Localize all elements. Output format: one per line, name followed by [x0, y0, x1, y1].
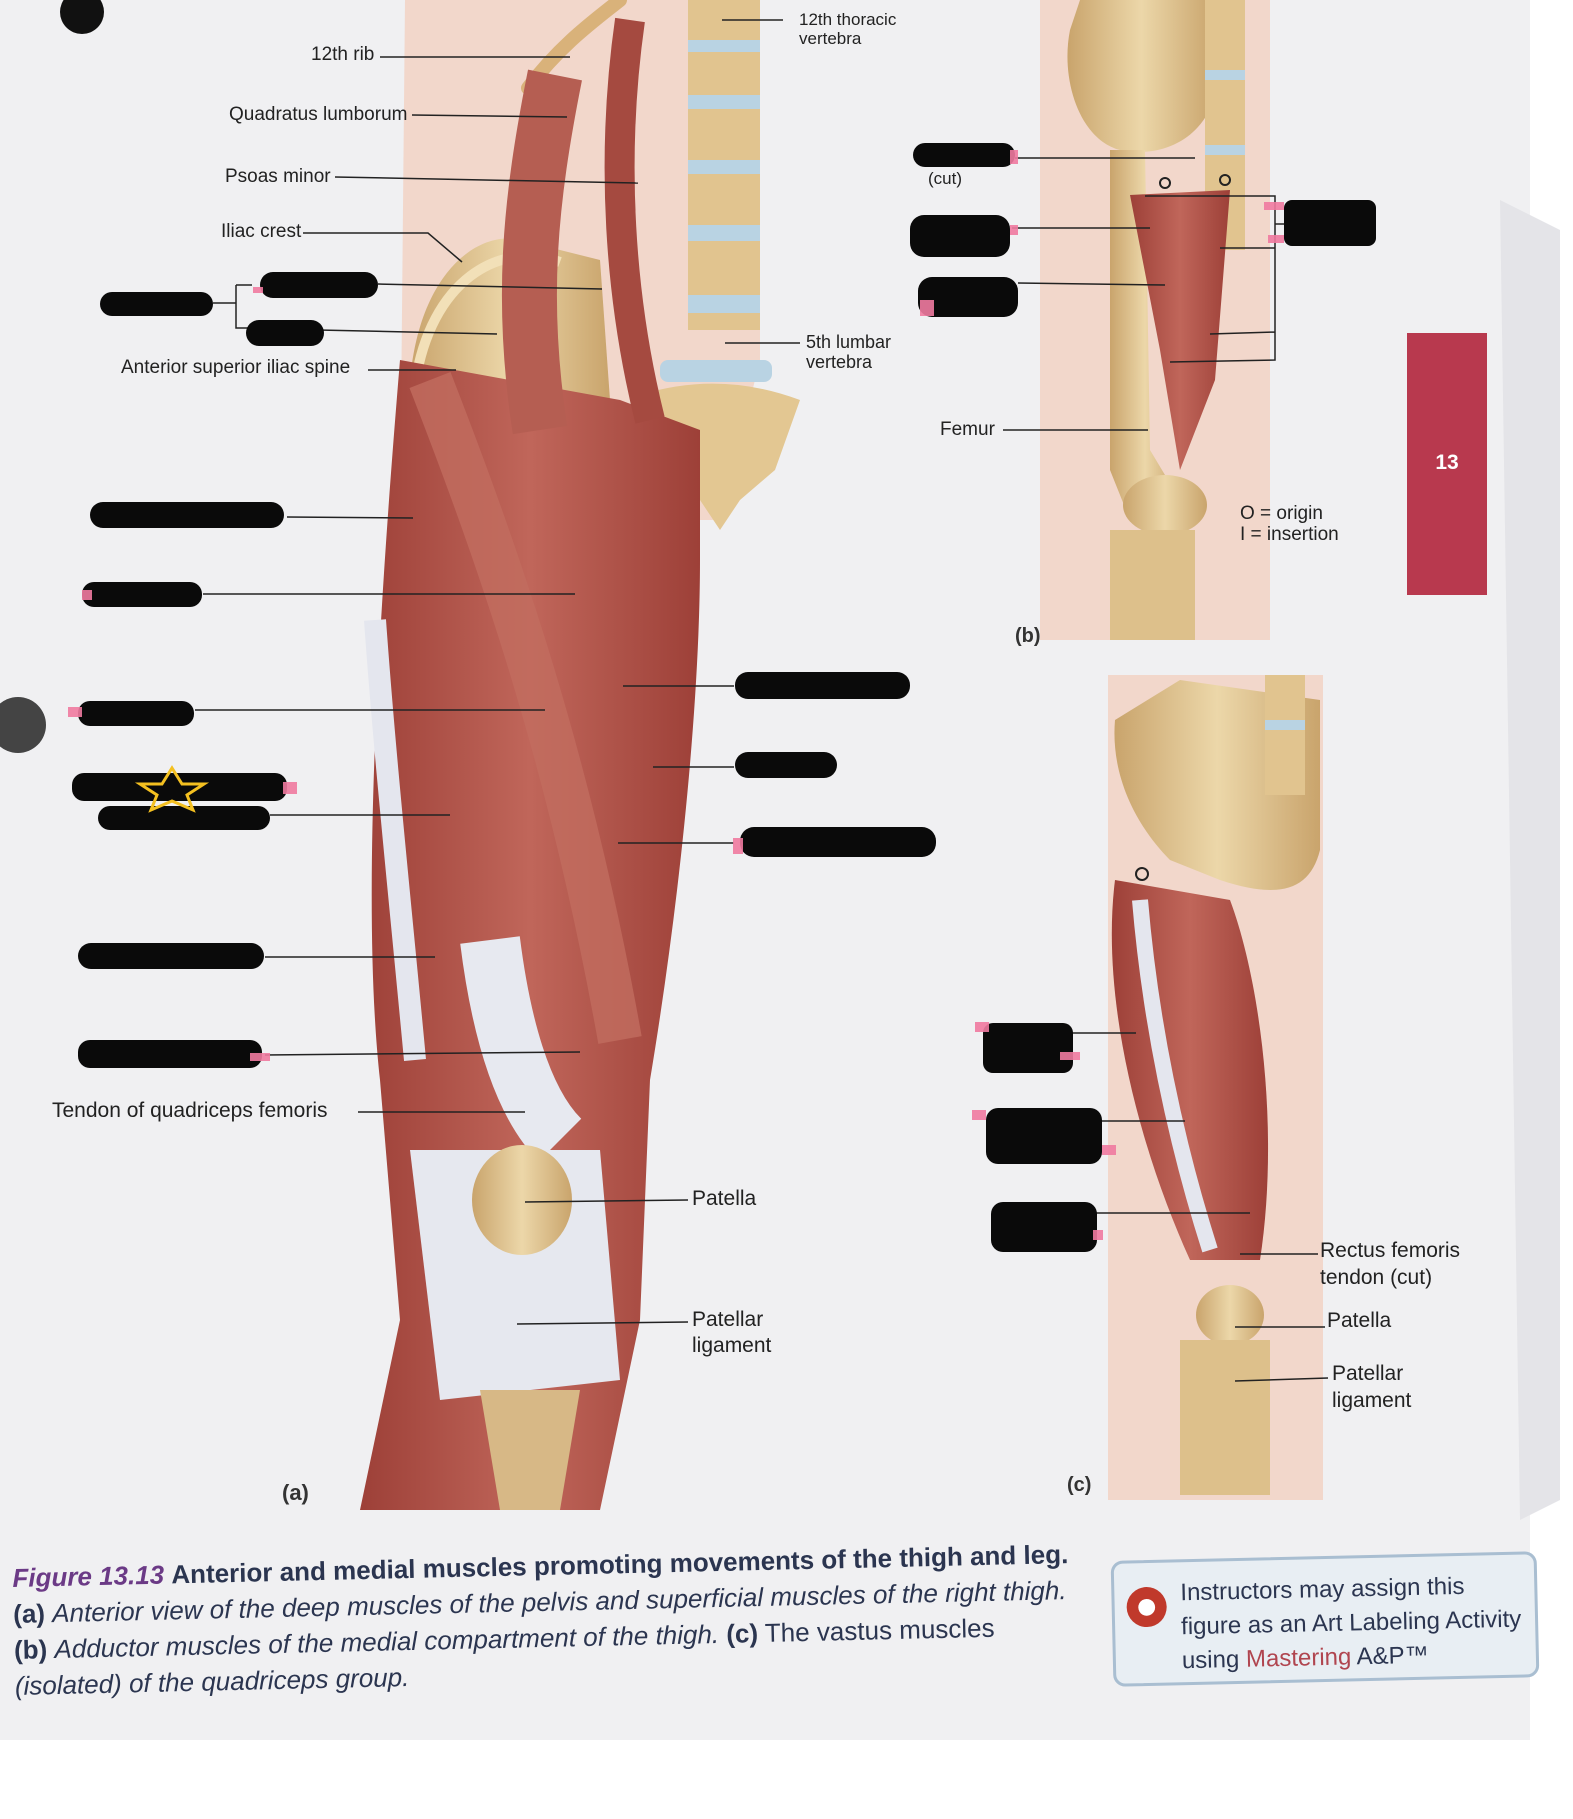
- brand-ap: A&P™: [1356, 1641, 1429, 1671]
- label-femur: Femur: [940, 419, 995, 440]
- caption-text-c-paren: (isolated) of the quadriceps group.: [14, 1662, 410, 1701]
- figure-caption: Figure 13.13 Anterior and medial muscles…: [12, 1535, 1095, 1703]
- instructor-note-box: ● Instructors may assign this figure as …: [1110, 1551, 1540, 1687]
- vertebral-column: [640, 0, 800, 530]
- panel-label-b: (b): [1015, 625, 1041, 647]
- redacted-labels-c: [983, 1023, 1102, 1252]
- chapter-tab: 13: [1407, 333, 1487, 595]
- mastering-logo-icon: ●: [1126, 1586, 1168, 1628]
- panel-label-c: (c): [1067, 1474, 1092, 1496]
- label-patella-c: Patella: [1327, 1309, 1392, 1332]
- label-iliac-crest: Iliac crest: [221, 221, 302, 242]
- star-icon: [134, 765, 210, 813]
- hole-punch: [60, 0, 104, 34]
- caption-mark-a: (a): [12, 1598, 46, 1629]
- legend-insertion: I = insertion: [1240, 524, 1339, 545]
- chapter-number: 13: [1435, 451, 1459, 474]
- hole-punch: [0, 697, 46, 753]
- label-anterior-superior-iliac-spine: Anterior superior iliac spine: [121, 357, 351, 378]
- brand-mastering: Mastering: [1245, 1643, 1352, 1673]
- label-tendon-of-quadriceps-femoris: Tendon of quadriceps femoris: [52, 1099, 328, 1122]
- femur-b: [1110, 150, 1180, 520]
- caption-mark-c: (c): [725, 1618, 759, 1649]
- caption-text-c: The vastus muscles: [764, 1612, 995, 1648]
- label-5th-lumbar-vertebra: 5th lumbar vertebra: [806, 332, 892, 372]
- caption-mark-b: (b): [13, 1634, 48, 1665]
- label-patellar-ligament-a: Patellar ligament: [692, 1308, 772, 1357]
- label-cut: (cut): [928, 169, 962, 188]
- label-rectus-femoris-tendon-cut: Rectus femoris tendon (cut): [1320, 1239, 1461, 1289]
- label-psoas-minor: Psoas minor: [225, 166, 331, 187]
- redacted-labels-a: [72, 272, 936, 1068]
- panel-label-a: (a): [282, 1480, 309, 1505]
- instructor-note-text: Instructors may assign this figure as an…: [1180, 1572, 1522, 1675]
- redacted-labels-b: [910, 143, 1376, 317]
- label-patella-a: Patella: [692, 1187, 757, 1210]
- label-12th-rib: 12th rib: [311, 44, 375, 65]
- label-12th-thoracic-vertebra: 12th thoracic vertebra: [799, 10, 897, 48]
- legend-origin: O = origin: [1240, 503, 1323, 524]
- label-quadratus-lumborum: Quadratus lumborum: [229, 104, 408, 125]
- label-patellar-ligament-c: Patellar ligament: [1332, 1362, 1412, 1412]
- patella-a: [472, 1145, 572, 1255]
- origin-insertion-legend: O = origin I = insertion: [1240, 503, 1339, 545]
- figure-number: Figure 13.13: [12, 1559, 165, 1593]
